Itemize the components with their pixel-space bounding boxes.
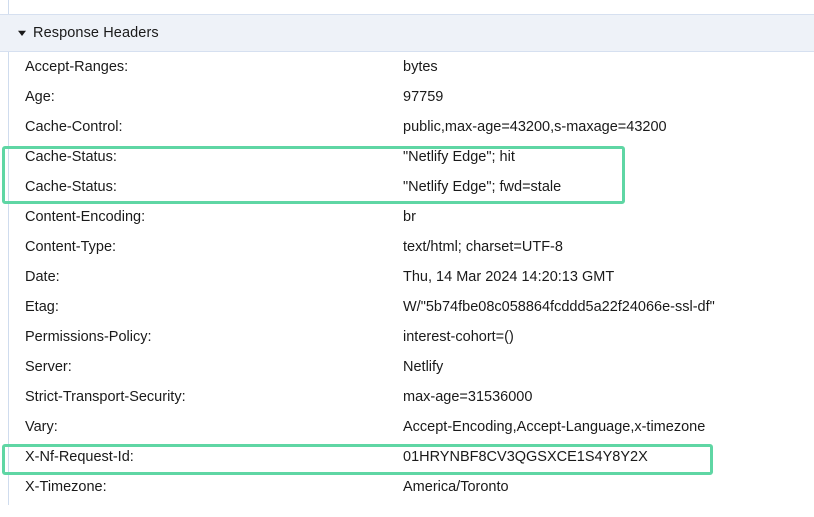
header-name: Accept-Ranges: bbox=[25, 59, 129, 75]
header-row: Content-Type: text/html; charset=UTF-8 bbox=[0, 232, 814, 262]
header-value: bytes bbox=[403, 59, 438, 75]
header-value: America/Toronto bbox=[403, 479, 509, 495]
header-name: X-Nf-Request-Id: bbox=[25, 449, 134, 465]
left-rail bbox=[8, 52, 9, 505]
header-name: Vary: bbox=[25, 419, 58, 435]
header-name: Content-Encoding: bbox=[25, 209, 146, 225]
header-row: Cache-Status: "Netlify Edge"; fwd=stale bbox=[0, 172, 814, 202]
header-row: X-Nf-Request-Id: 01HRYNBF8CV3QGSXCE1S4Y8Y… bbox=[0, 442, 814, 472]
header-value: 97759 bbox=[403, 89, 444, 105]
header-row: X-Timezone: America/Toronto bbox=[0, 472, 814, 502]
header-row: Strict-Transport-Security: max-age=315360… bbox=[0, 382, 814, 412]
header-value: W/"5b74fbe08c058864fcddd5a22f24066e-ssl-… bbox=[403, 299, 715, 315]
header-row: Date: Thu, 14 Mar 2024 14:20:13 GMT bbox=[0, 262, 814, 292]
header-name: X-Timezone: bbox=[25, 479, 107, 495]
header-value: Netlify bbox=[403, 359, 444, 375]
header-row: Etag: W/"5b74fbe08c058864fcddd5a22f24066e… bbox=[0, 292, 814, 322]
header-name: Permissions-Policy: bbox=[25, 329, 152, 345]
header-row: Vary: Accept-Encoding,Accept-Language,x-t… bbox=[0, 412, 814, 442]
header-value: interest-cohort=() bbox=[403, 329, 514, 345]
header-value: "Netlify Edge"; fwd=stale bbox=[403, 179, 562, 195]
header-value: Thu, 14 Mar 2024 14:20:13 GMT bbox=[403, 269, 615, 285]
header-name: Etag: bbox=[25, 299, 59, 315]
header-value: public,max-age=43200,s-maxage=43200 bbox=[403, 119, 667, 135]
header-value: max-age=31536000 bbox=[403, 389, 533, 405]
header-name: Cache-Status: bbox=[25, 149, 117, 165]
header-name: Strict-Transport-Security: bbox=[25, 389, 186, 405]
header-row: Cache-Control: public,max-age=43200,s-max… bbox=[0, 112, 814, 142]
header-name: Cache-Control: bbox=[25, 119, 123, 135]
header-name: Content-Type: bbox=[25, 239, 117, 255]
header-value: Accept-Encoding,Accept-Language,x-timezo… bbox=[403, 419, 706, 435]
header-row: Server: Netlify bbox=[0, 352, 814, 382]
header-row: Accept-Ranges: bytes bbox=[0, 52, 814, 82]
header-row: Age: 97759 bbox=[0, 82, 814, 112]
response-headers-section-toggle[interactable]: Response Headers bbox=[0, 14, 814, 52]
header-row: Content-Encoding: br bbox=[0, 202, 814, 232]
header-row: Permissions-Policy: interest-cohort=() bbox=[0, 322, 814, 352]
header-value: br bbox=[403, 209, 416, 225]
header-name: Age: bbox=[25, 89, 55, 105]
header-name: Server: bbox=[25, 359, 72, 375]
header-name: Date: bbox=[25, 269, 60, 285]
header-value: text/html; charset=UTF-8 bbox=[403, 239, 563, 255]
header-value: "Netlify Edge"; hit bbox=[403, 149, 515, 165]
header-value: 01HRYNBF8CV3QGSXCE1S4Y8Y2X bbox=[403, 449, 648, 465]
header-name: Cache-Status: bbox=[25, 179, 117, 195]
page-title: Response Headers bbox=[33, 25, 159, 41]
header-row: Cache-Status: "Netlify Edge"; hit bbox=[0, 142, 814, 172]
triangle-down-icon[interactable] bbox=[17, 28, 27, 38]
left-rail-top bbox=[8, 0, 9, 14]
